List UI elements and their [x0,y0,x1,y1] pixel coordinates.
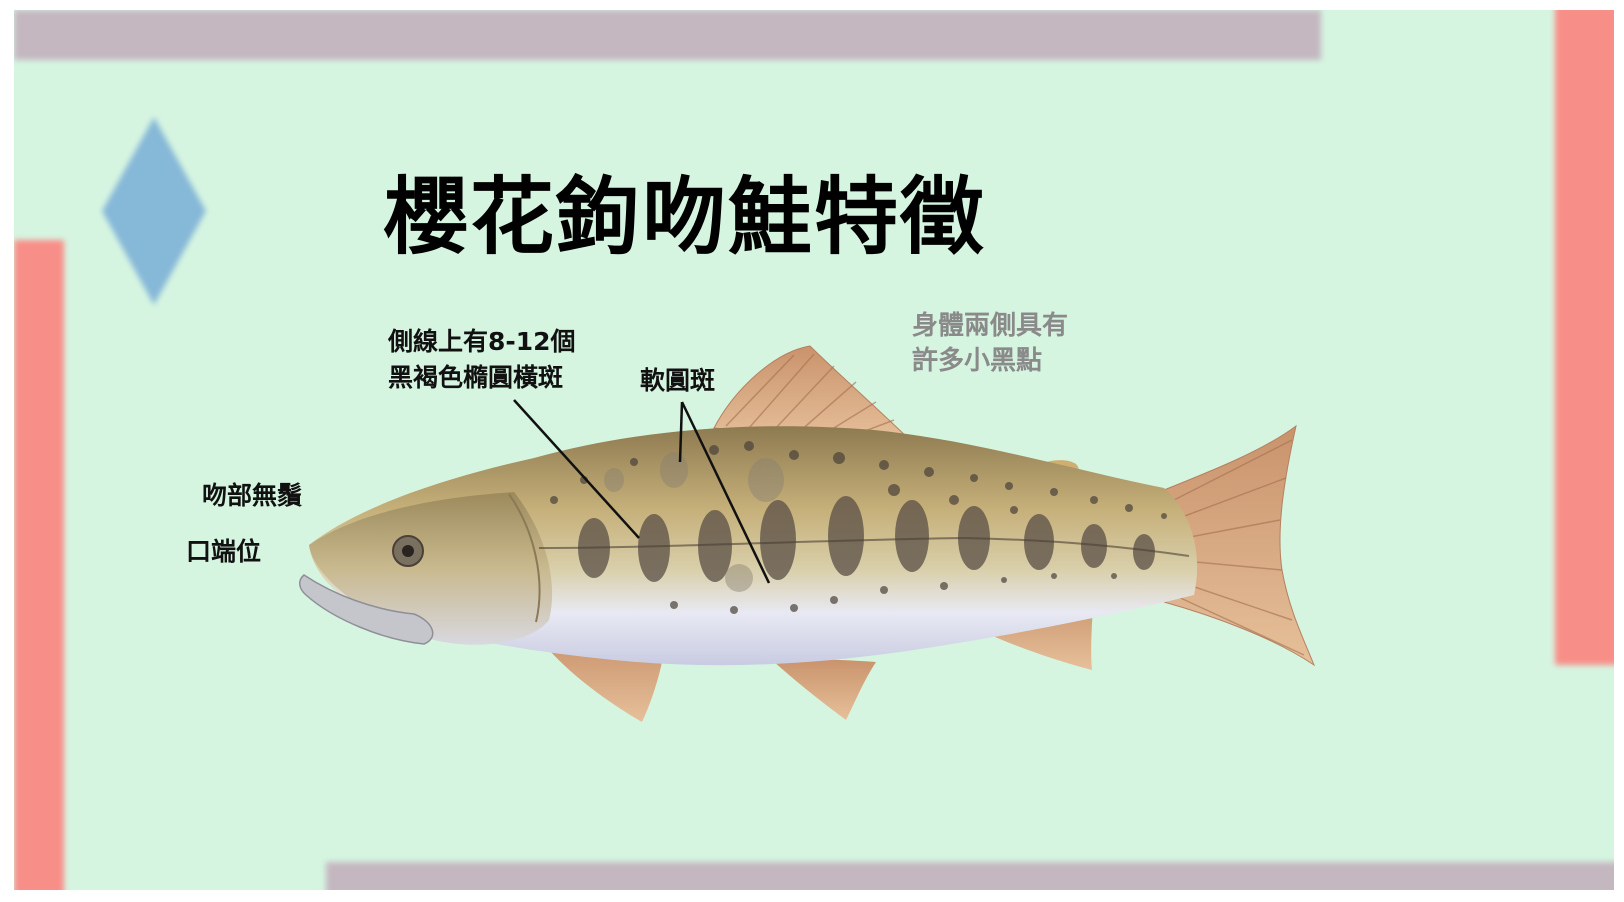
fish-illustration [299,345,1316,722]
parr-marks [578,496,1155,582]
page-title: 櫻花鉤吻鮭特徵 [384,168,987,266]
label-lateral-line-1: 側線上有8-12個 [388,327,576,356]
label-mouth: 口端位 [186,537,262,566]
diamond-icon [102,117,206,305]
fish-head [309,492,553,645]
slide: 櫻花鉤吻鮭特徵 [14,10,1614,890]
label-body-spots-2: 許多小黑點 [912,346,1043,376]
pelvic-fin [772,659,876,720]
label-soft-round-spots: 軟圓斑 [640,366,716,395]
lateral-line [538,536,1190,557]
label-snout: 吻部無鬚 [202,481,303,510]
bottom-decorative-bar [326,862,1614,890]
small-black-dots [550,441,1167,614]
lower-jaw [299,574,434,645]
top-decorative-bar [14,10,1321,60]
label-lateral-line-2: 黑褐色橢圓橫斑 [388,363,564,392]
pointer-lines [513,399,771,584]
left-decorative-bar [14,240,64,890]
tail-fin [1163,424,1316,667]
label-body-spots-1: 身體兩側具有 [912,311,1069,341]
right-decorative-bar [1555,10,1614,665]
